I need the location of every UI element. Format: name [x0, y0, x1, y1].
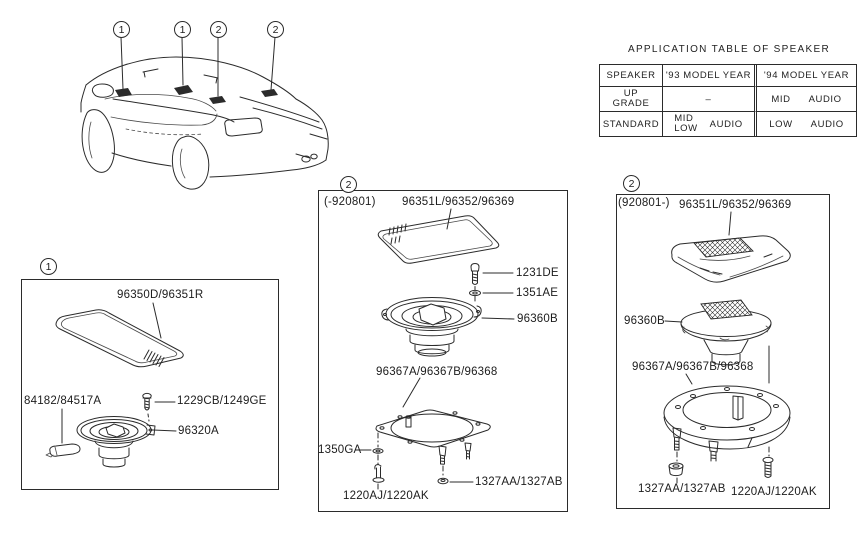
- table-cell-upgrade-94: MID AUDIO: [754, 86, 856, 111]
- part-label-speaker-box1: 96320A: [178, 425, 219, 437]
- leader-bracket-box2: [403, 378, 420, 407]
- box2-callout-number: 2: [345, 178, 352, 191]
- upgrade-94-left: MID: [771, 93, 791, 105]
- standard-94-left: LOW: [769, 118, 793, 130]
- part-label-bolt-box2: 1220AJ/1220AK: [343, 490, 429, 502]
- box1-line-art: [46, 303, 183, 467]
- car-callout-1a-number: 1: [118, 23, 125, 36]
- table-header-93: '93 MODEL YEAR: [662, 65, 754, 86]
- grille-drawing-box3: [672, 236, 791, 282]
- bolt-drawing-box2: [373, 465, 384, 483]
- part-label-bolt-box3: 1220AJ/1220AK: [731, 486, 817, 498]
- grommet-drawing-box2: [373, 449, 383, 453]
- date-code-box2: (-920801): [324, 196, 376, 208]
- standard-93-low: LOW: [674, 123, 698, 134]
- part-label-screw-box1: 1229CB/1249GE: [177, 395, 267, 407]
- table-cell-upgrade-93: –: [662, 86, 754, 111]
- leader-grille-box3: [729, 212, 731, 235]
- speaker-drawing-box1: [77, 417, 155, 468]
- car-illustration: [81, 37, 328, 189]
- speaker-location-markers: [115, 85, 278, 104]
- standard-94-right: AUDIO: [810, 118, 844, 130]
- leader-speaker-box2: [482, 318, 514, 319]
- table-row-standard-label: STANDARD: [600, 111, 662, 136]
- leader-bracket-box3: [686, 374, 692, 384]
- part-label-nut-box3: 1327AA/1327AB: [638, 483, 726, 495]
- box1-callout-number: 1: [45, 260, 52, 273]
- application-table: APPLICATION TABLE OF SPEAKER SPEAKER '93…: [599, 44, 859, 137]
- bolt-drawing-box3: [763, 457, 773, 477]
- quarter-window: [225, 118, 263, 136]
- table-row-upgrade-label: UP GRADE: [600, 86, 662, 111]
- car-callout-2b-number: 2: [272, 23, 279, 36]
- part-label-grommet-box2: 1350GA: [318, 444, 362, 456]
- front-wheel: [82, 110, 114, 173]
- grille-cover-drawing-box1: [56, 310, 183, 367]
- speaker-drawing-box2: [382, 298, 481, 357]
- part-label-grille-cover-box1: 96350D/96351R: [117, 289, 204, 301]
- rear-wheel: [172, 136, 208, 189]
- box3-line-art: [664, 212, 790, 483]
- part-label-grille-box2: 96351L/96352/96369: [402, 196, 515, 208]
- car-callout-1b-number: 1: [179, 23, 186, 36]
- grille-drawing-box2: [378, 216, 499, 264]
- date-code-box3: (920801-): [618, 197, 670, 209]
- bracket-drawing-box2: [376, 410, 490, 464]
- standard-93-mid: MID: [674, 113, 694, 124]
- bracket-drawing-box3: [664, 386, 790, 461]
- leader-speaker-box3: [665, 321, 682, 322]
- car-callout-leader-lines: [121, 37, 275, 96]
- upgrade-94-right: AUDIO: [808, 93, 842, 105]
- box1-callout: 1: [40, 258, 57, 275]
- car-callout-2a: 2: [210, 21, 227, 38]
- part-label-clip-box1: 84182/84517A: [24, 395, 102, 407]
- part-label-screw-box2: 1231DE: [516, 267, 559, 279]
- box3-callout-number: 2: [628, 177, 635, 190]
- clip-drawing-box1: [46, 444, 80, 457]
- part-label-speaker-box3: 96360B: [624, 315, 665, 327]
- part-label-nut-box2: 1327AA/1327AB: [475, 476, 563, 488]
- nut-drawing-box3: [669, 463, 683, 476]
- part-label-bracket-box2: 96367A/96367B/96368: [376, 366, 498, 378]
- leader-speaker-box1: [153, 430, 176, 431]
- table-header-94: '94 MODEL YEAR: [754, 65, 856, 86]
- application-table-title: APPLICATION TABLE OF SPEAKER: [627, 44, 830, 55]
- table-cell-standard-94: LOW AUDIO: [754, 111, 856, 136]
- box3-callout: 2: [623, 175, 640, 192]
- part-box-2-early: [318, 190, 568, 512]
- standard-93-audio: AUDIO: [709, 118, 743, 130]
- exhaust-tip: [296, 154, 317, 162]
- part-label-speaker-box2: 96360B: [517, 313, 558, 325]
- side-mirror: [92, 84, 113, 97]
- car-callout-2a-number: 2: [215, 23, 222, 36]
- part-box-1: [21, 279, 279, 490]
- leader-grille-cover-box1: [153, 303, 161, 338]
- speaker-drawing-box3: [681, 300, 771, 365]
- car-callout-1a: 1: [113, 21, 130, 38]
- leader-grille-box2: [447, 209, 451, 229]
- box2-line-art: [356, 209, 514, 489]
- screw-drawing-box2: [471, 264, 479, 285]
- part-box-3-late: [616, 194, 830, 509]
- table-header-speaker: SPEAKER: [606, 70, 656, 81]
- part-label-washer-box2: 1351AE: [516, 287, 559, 299]
- part-label-grille-box3: 96351L/96352/96369: [679, 199, 792, 211]
- upgrade-label-text: UP GRADE: [612, 88, 650, 109]
- nut-drawing-box2: [438, 478, 448, 484]
- box2-callout: 2: [340, 176, 357, 193]
- table-cell-standard-93: MID LOW AUDIO: [662, 111, 754, 136]
- screw-drawing-box1: [143, 393, 151, 410]
- part-label-bracket-box3: 96367A/96367B/96368: [632, 361, 754, 373]
- application-table-grid: SPEAKER '93 MODEL YEAR '94 MODEL YEAR UP…: [599, 64, 857, 137]
- car-callout-1b: 1: [174, 21, 191, 38]
- car-callout-2b: 2: [267, 21, 284, 38]
